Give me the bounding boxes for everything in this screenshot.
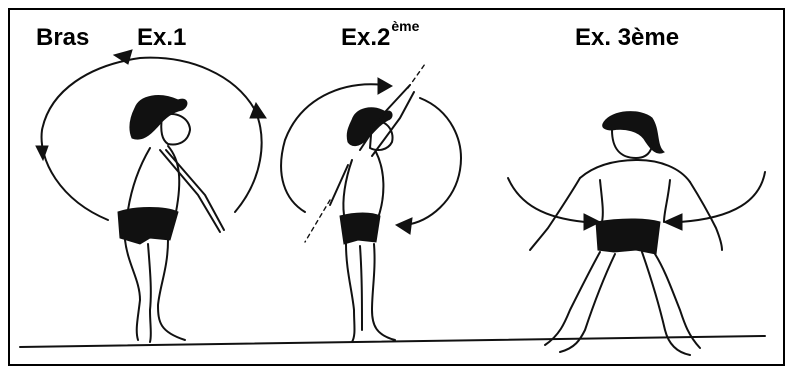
figure-exercise-2 [281, 64, 461, 342]
ground-line [20, 336, 765, 347]
inward-arrow-icon [680, 172, 765, 222]
circular-arrow-icon [42, 58, 262, 220]
figure-exercise-1 [36, 50, 266, 342]
figure-exercise-3 [508, 112, 765, 355]
circular-arrow-icon [405, 98, 461, 225]
inward-arrow-icon [508, 178, 585, 222]
